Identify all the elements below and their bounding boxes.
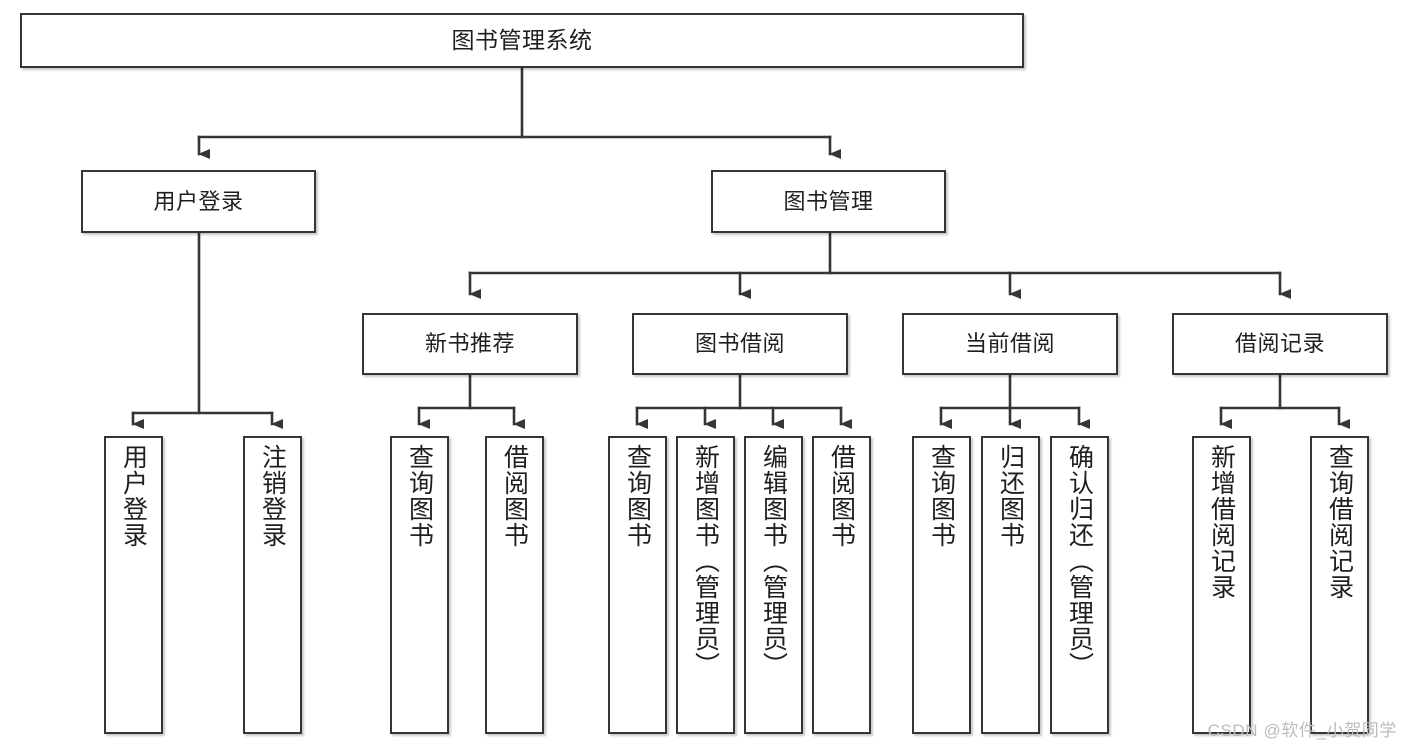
node-book-borrow-label: 图书借阅 bbox=[694, 331, 785, 357]
node-book-manage[interactable]: 图书管理 bbox=[711, 170, 946, 233]
node-leaf-edit-book[interactable]: 编辑图书（管理员） bbox=[744, 436, 803, 734]
node-leaf-query-book-borrow[interactable]: 查询图书 bbox=[608, 436, 667, 734]
node-borrow-record-label: 借阅记录 bbox=[1234, 331, 1325, 357]
node-leaf-return-book-label: 归还图书 bbox=[996, 444, 1025, 548]
node-leaf-add-borrow-record[interactable]: 新增借阅记录 bbox=[1192, 436, 1251, 734]
node-current-borrow[interactable]: 当前借阅 bbox=[902, 313, 1118, 375]
node-leaf-edit-book-label: 编辑图书（管理员） bbox=[759, 444, 788, 678]
csdn-watermark: CSDN @软件_小贺同学 bbox=[1207, 721, 1397, 740]
node-leaf-confirm-return[interactable]: 确认归还（管理员） bbox=[1050, 436, 1109, 734]
node-leaf-borrow-book[interactable]: 借阅图书 bbox=[812, 436, 871, 734]
node-leaf-user-login-label: 用户登录 bbox=[119, 444, 148, 548]
node-leaf-logout-label: 注销登录 bbox=[258, 444, 287, 548]
node-leaf-add-book[interactable]: 新增图书（管理员） bbox=[676, 436, 735, 734]
node-leaf-query-book-recommend[interactable]: 查询图书 bbox=[390, 436, 449, 734]
node-leaf-confirm-return-label: 确认归还（管理员） bbox=[1065, 444, 1094, 678]
node-leaf-query-book-current-label: 查询图书 bbox=[927, 444, 956, 548]
node-leaf-query-book-recommend-label: 查询图书 bbox=[405, 444, 434, 548]
node-book-borrow[interactable]: 图书借阅 bbox=[632, 313, 848, 375]
node-root[interactable]: 图书管理系统 bbox=[20, 13, 1024, 68]
node-current-borrow-label: 当前借阅 bbox=[964, 331, 1055, 357]
node-new-book-recommend-label: 新书推荐 bbox=[424, 331, 515, 357]
node-leaf-query-borrow-record-label: 查询借阅记录 bbox=[1325, 444, 1354, 600]
node-leaf-add-book-label: 新增图书（管理员） bbox=[691, 444, 720, 678]
node-leaf-add-borrow-record-label: 新增借阅记录 bbox=[1207, 444, 1236, 600]
node-new-book-recommend[interactable]: 新书推荐 bbox=[362, 313, 578, 375]
node-leaf-borrow-book-recommend-label: 借阅图书 bbox=[500, 444, 529, 548]
node-user-login-label: 用户登录 bbox=[153, 188, 244, 214]
node-borrow-record[interactable]: 借阅记录 bbox=[1172, 313, 1388, 375]
node-book-manage-label: 图书管理 bbox=[783, 188, 874, 214]
node-leaf-query-book-current[interactable]: 查询图书 bbox=[912, 436, 971, 734]
node-leaf-return-book[interactable]: 归还图书 bbox=[981, 436, 1040, 734]
node-leaf-logout[interactable]: 注销登录 bbox=[243, 436, 302, 734]
node-leaf-user-login[interactable]: 用户登录 bbox=[104, 436, 163, 734]
node-user-login[interactable]: 用户登录 bbox=[81, 170, 316, 233]
node-leaf-query-borrow-record[interactable]: 查询借阅记录 bbox=[1310, 436, 1369, 734]
node-root-label: 图书管理系统 bbox=[451, 26, 593, 53]
node-leaf-borrow-book-label: 借阅图书 bbox=[827, 444, 856, 548]
node-leaf-query-book-borrow-label: 查询图书 bbox=[623, 444, 652, 548]
node-leaf-borrow-book-recommend[interactable]: 借阅图书 bbox=[485, 436, 544, 734]
